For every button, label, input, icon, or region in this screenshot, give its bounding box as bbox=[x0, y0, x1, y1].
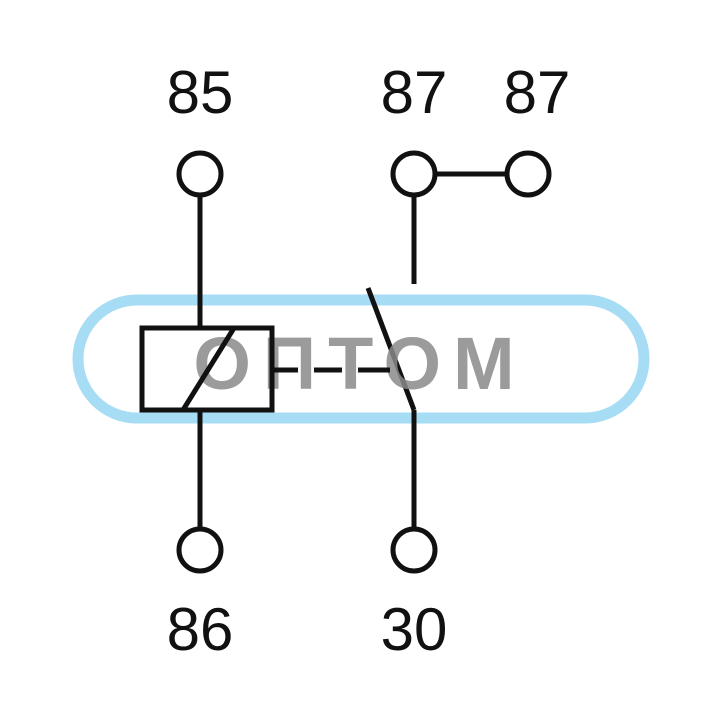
terminal-86 bbox=[176, 526, 224, 574]
pin-label-87-right: 87 bbox=[504, 59, 571, 126]
pin-label-87-left: 87 bbox=[381, 59, 448, 126]
terminal-30 bbox=[390, 526, 438, 574]
switch-blade bbox=[365, 287, 417, 411]
coil-diagonal bbox=[180, 326, 237, 412]
terminal-87-right bbox=[504, 150, 552, 198]
pin-label-86: 86 bbox=[167, 596, 234, 663]
watermark-text: ОПТОМ bbox=[193, 322, 526, 405]
terminal-87-left bbox=[390, 150, 438, 198]
pin-label-30: 30 bbox=[381, 596, 448, 663]
pin-label-85: 85 bbox=[167, 59, 234, 126]
watermark-outline bbox=[72, 294, 650, 424]
terminal-85 bbox=[176, 150, 224, 198]
